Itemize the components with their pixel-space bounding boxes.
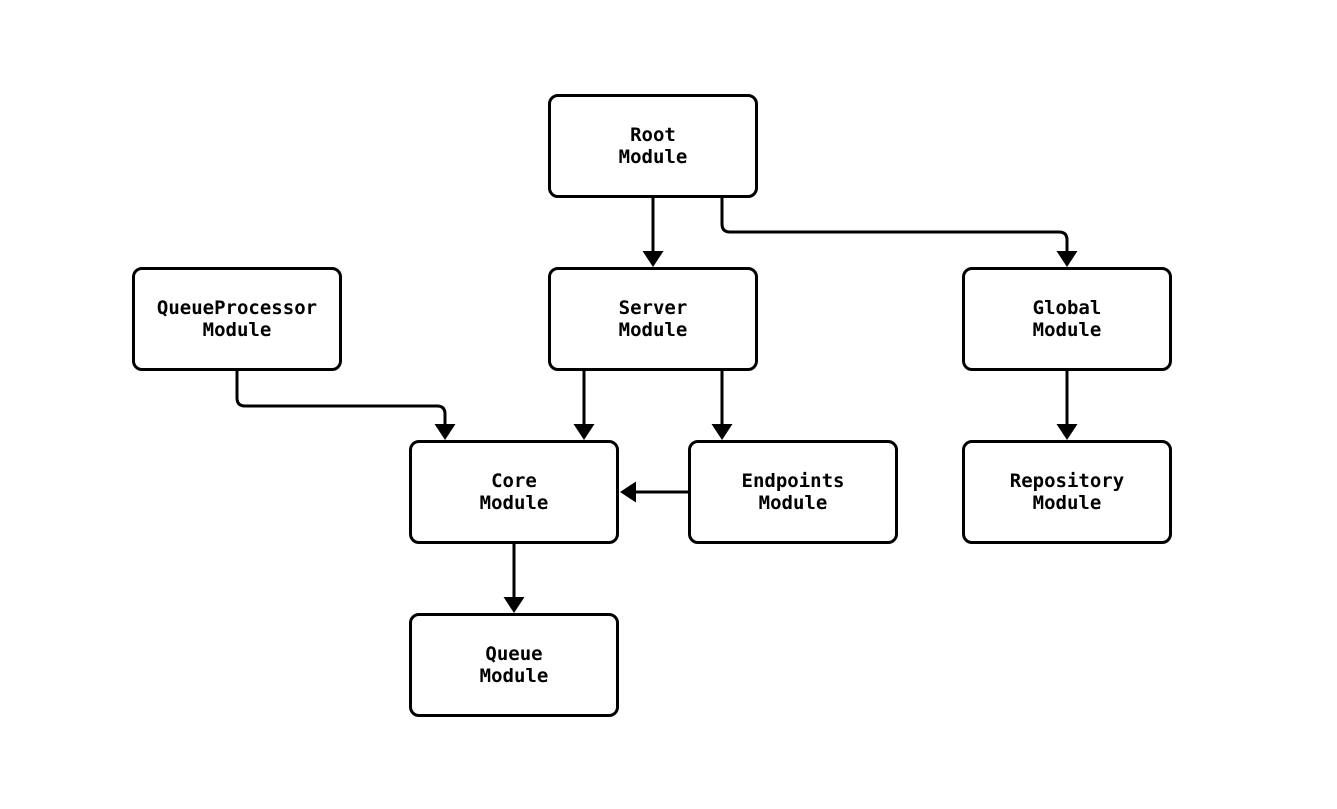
edge-root-to-global [720,198,1078,267]
node-repository-module-label: Repository Module [1009,470,1125,514]
node-server-module: Server Module [548,267,758,371]
edge-server-to-endpoints [711,371,733,440]
edge-core-to-queue [503,544,525,613]
node-endpoints-module: Endpoints Module [688,440,898,544]
node-global-module: Global Module [962,267,1172,371]
node-queueprocessor-module: QueueProcessor Module [132,267,342,371]
node-server-module-label: Server Module [618,297,688,341]
node-queue-module: Queue Module [409,613,619,717]
node-queueprocessor-module-label: QueueProcessor Module [156,297,318,341]
node-queue-module-label: Queue Module [479,643,549,687]
edge-server-to-core [573,371,595,440]
edge-endpoints-to-core [620,481,688,503]
node-repository-module: Repository Module [962,440,1172,544]
node-global-module-label: Global Module [1032,297,1102,341]
node-root-module-label: Root Module [618,124,688,168]
node-endpoints-module-label: Endpoints Module [741,470,845,514]
node-core-module: Core Module [409,440,619,544]
edge-queueprocessor-to-core [235,371,456,440]
node-root-module: Root Module [548,94,758,198]
edge-root-to-server [642,198,664,267]
node-core-module-label: Core Module [479,470,549,514]
edge-global-to-repository [1056,371,1078,440]
